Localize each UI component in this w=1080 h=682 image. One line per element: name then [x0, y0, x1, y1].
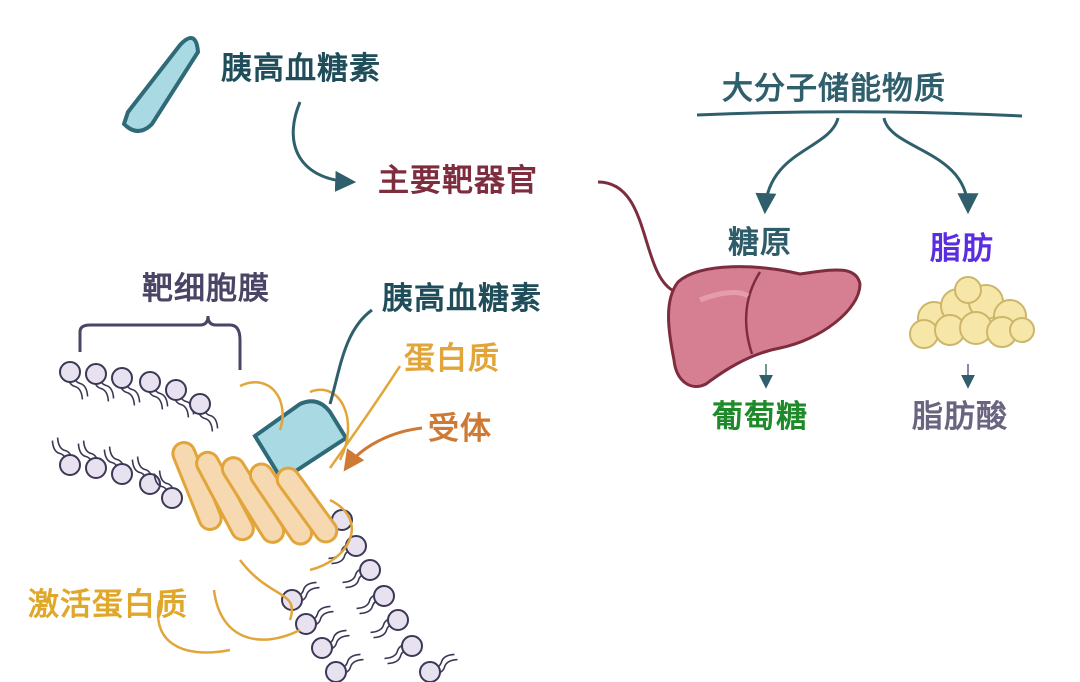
lipid-21 — [419, 653, 458, 682]
lipid-8 — [103, 446, 133, 485]
cell-membrane-icon — [51, 361, 458, 682]
lipid-3 — [139, 371, 169, 410]
protein-label: 蛋白质 — [404, 341, 500, 377]
arrow-glucagon-to-organ — [291, 101, 357, 192]
connector-organ-to-liver — [597, 180, 673, 292]
lipid-9 — [131, 456, 161, 495]
main-target-organ-label: 主要靶器官 — [378, 163, 538, 199]
macromolecule-storage-label: 大分子储能物质 — [722, 71, 946, 107]
glucagon-molecule-icon — [121, 36, 201, 133]
connector-protein — [328, 365, 402, 469]
bound-glucagon-icon — [252, 399, 349, 483]
glucose-label: 葡萄糖 — [712, 399, 808, 435]
protein-loops — [156, 381, 353, 654]
lipid-15 — [370, 609, 409, 639]
lipid-4 — [165, 379, 195, 418]
storage-branch — [696, 110, 1023, 215]
lipid-5 — [189, 393, 219, 432]
lipid-17 — [281, 581, 320, 611]
lipid-10 — [153, 470, 183, 509]
lipid-1 — [85, 363, 115, 402]
membrane-brace — [78, 315, 242, 370]
glycogen-label: 糖原 — [728, 225, 792, 261]
bound-glucagon-label: 胰高血糖素 — [382, 281, 542, 317]
lipid-16 — [384, 635, 423, 665]
receptor-label: 受体 — [428, 411, 492, 447]
fat-label: 脂肪 — [930, 231, 994, 267]
activated-protein-label: 激活蛋白质 — [28, 587, 188, 623]
lipid-7 — [77, 440, 107, 479]
arrow-receptor — [343, 426, 423, 472]
lipid-19 — [311, 629, 350, 659]
target-cell-membrane-label: 靶细胞膜 — [142, 271, 270, 307]
lipid-13 — [342, 559, 381, 589]
fat-cluster-icon — [909, 276, 1035, 349]
liver-icon — [667, 265, 862, 388]
lipid-2 — [111, 367, 141, 406]
lipid-0 — [59, 361, 89, 400]
glucagon-label: 胰高血糖素 — [221, 51, 381, 87]
receptor-protein-icon — [171, 441, 339, 546]
lipid-14 — [356, 585, 395, 615]
lipid-20 — [325, 653, 364, 682]
lipid-18 — [295, 605, 334, 635]
fatty-acid-label: 脂肪酸 — [912, 399, 1008, 435]
connector-bound-glucagon — [328, 308, 373, 405]
lipid-6 — [51, 437, 81, 476]
